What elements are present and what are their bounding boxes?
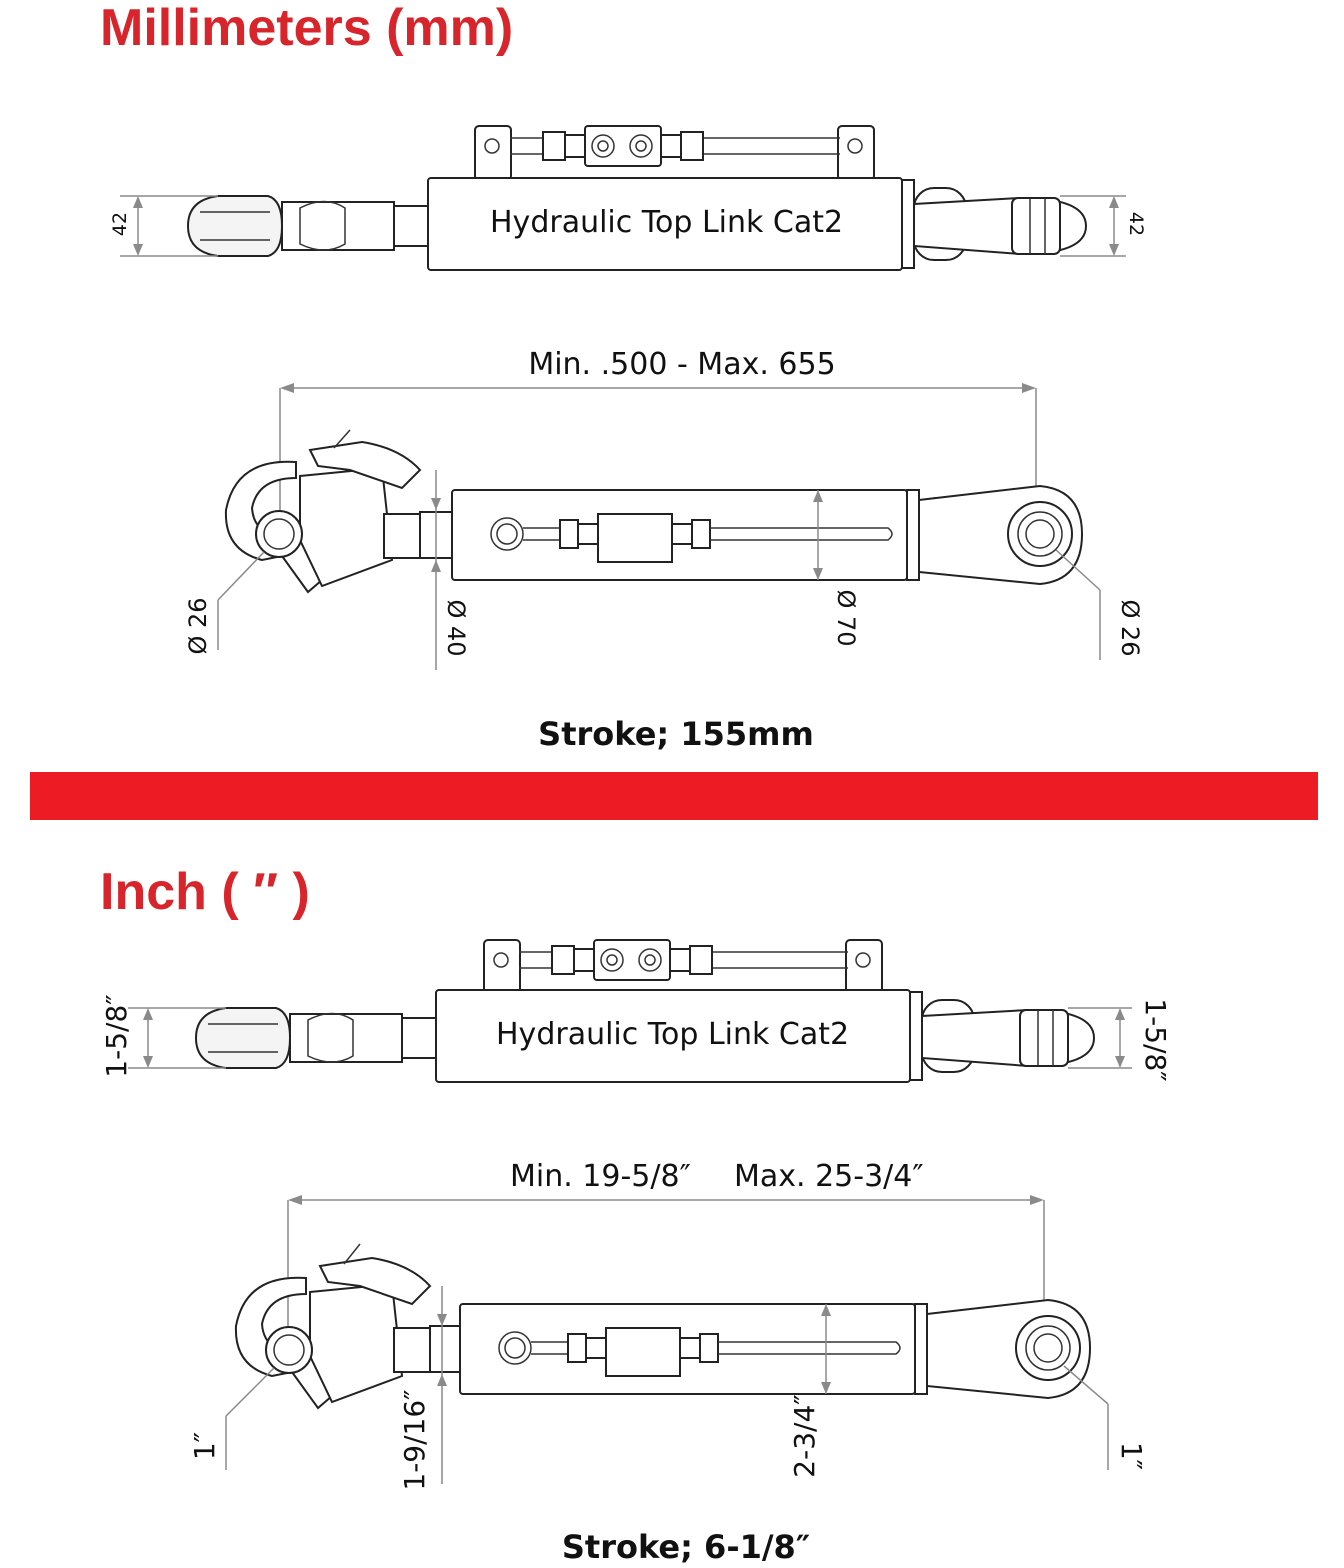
metric-product-label: Hydraulic Top Link Cat2 (490, 205, 843, 240)
metric-side-view: Min. .500 - Max. 655 (184, 347, 1144, 670)
metric-drawing: Hydraulic Top Link Cat2 42 42 Min. .500 … (109, 125, 1147, 753)
imperial-drawing: Hydraulic Top Link Cat2 1-5/8″ 1-5/8″ Mi… (100, 939, 1172, 1566)
imperial-rod-dia: 1-9/16″ (398, 1389, 431, 1490)
imperial-hook-ball-dia: 1″ (188, 1432, 221, 1460)
imperial-length-max: Max. 25-3/4″ (734, 1159, 924, 1194)
metric-cylinder-dia: Ø 70 (832, 589, 860, 646)
imperial-side-view: Min. 19-5/8″ Max. 25-3/4″ (188, 1159, 1148, 1491)
metric-end-height-left: 42 (109, 212, 131, 236)
imperial-stroke: Stroke; 6-1/8″ (562, 1528, 810, 1566)
metric-hook-ball-dia: Ø 26 (184, 597, 212, 654)
imperial-product-label: Hydraulic Top Link Cat2 (496, 1017, 849, 1052)
section-divider (30, 772, 1318, 820)
imperial-cylinder-dia: 2-3/4″ (788, 1394, 821, 1477)
imperial-end-height-left: 1-5/8″ (100, 994, 133, 1077)
metric-end-height-right: 42 (1125, 212, 1147, 236)
metric-top-view: Hydraulic Top Link Cat2 42 42 (109, 125, 1147, 271)
imperial-eye-ball-dia: 1″ (1115, 1442, 1148, 1470)
metric-eye-ball-dia: Ø 26 (1116, 599, 1144, 656)
metric-rod-dia: Ø 40 (442, 599, 470, 656)
imperial-length-min: Min. 19-5/8″ (510, 1159, 691, 1194)
imperial-heading: Inch ( ″ ) (100, 863, 310, 921)
metric-stroke: Stroke; 155mm (538, 715, 814, 753)
metric-length-range: Min. .500 - Max. 655 (528, 347, 835, 382)
metric-heading: Millimeters (mm) (100, 0, 514, 57)
imperial-end-height-right: 1-5/8″ (1139, 998, 1172, 1081)
imperial-top-view: Hydraulic Top Link Cat2 1-5/8″ 1-5/8″ (100, 939, 1172, 1083)
